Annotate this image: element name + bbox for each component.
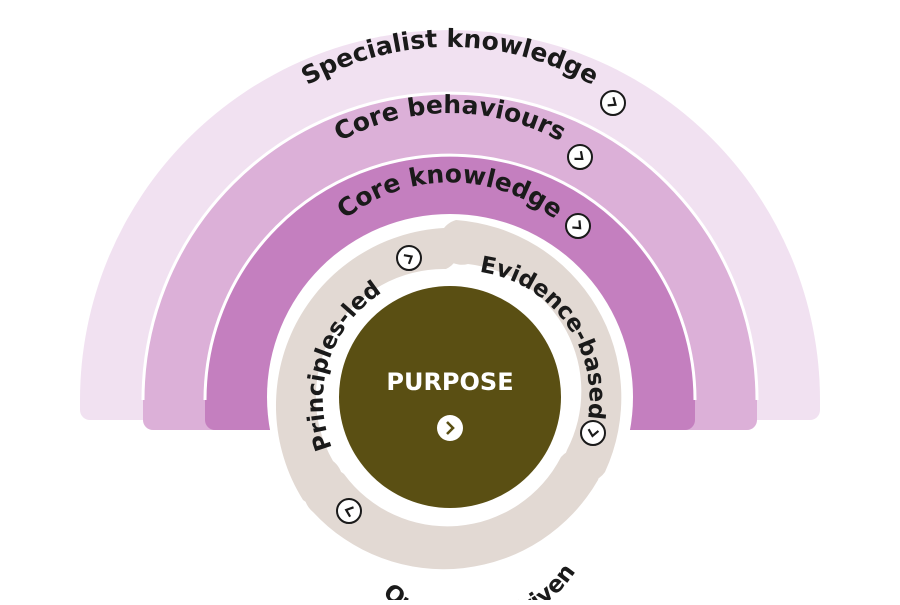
purpose-label: PURPOSE: [386, 368, 513, 396]
specialist-knowledge-chevron-icon[interactable]: [600, 90, 626, 116]
outcomes-driven-chevron-icon[interactable]: [336, 498, 362, 524]
core-knowledge-chevron-icon[interactable]: [565, 213, 591, 239]
segment-principles-led[interactable]: [275, 228, 460, 506]
evidence-based-chevron-icon[interactable]: [580, 420, 606, 446]
purpose-circle[interactable]: [339, 286, 561, 508]
purpose-chevron-icon[interactable]: [437, 415, 463, 441]
principles-led-chevron-icon[interactable]: [396, 245, 422, 271]
core-behaviours-chevron-icon[interactable]: [567, 144, 593, 170]
segment-outcomes-driven[interactable]: [303, 449, 600, 570]
segment-evidence-based[interactable]: [439, 220, 622, 482]
